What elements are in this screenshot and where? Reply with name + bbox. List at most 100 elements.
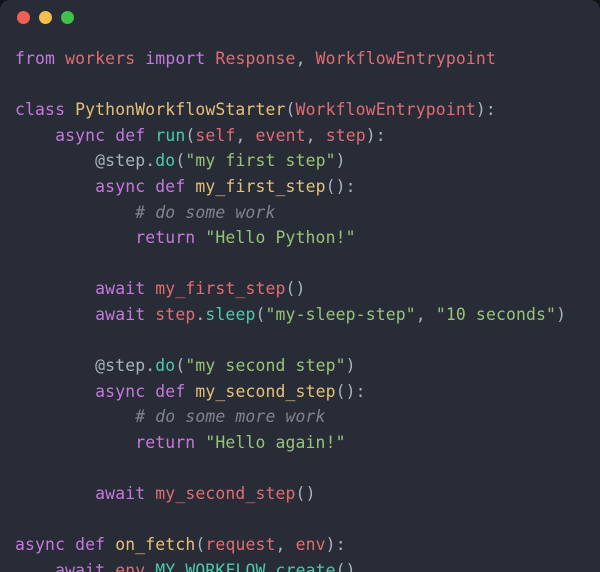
code-line: await step.sleep("my-sleep-step", "10 se… <box>0 302 600 328</box>
code-token <box>65 100 75 119</box>
code-line <box>0 328 600 354</box>
code-token <box>145 279 155 298</box>
code-token: ( <box>175 151 186 171</box>
code-token: "my-sleep-step" <box>265 304 416 324</box>
code-token: # do some more work <box>135 407 326 427</box>
code-token <box>145 126 155 145</box>
code-block[interactable]: from workers import Response, WorkflowEn… <box>0 34 600 572</box>
code-token: step <box>155 304 196 324</box>
code-token: , <box>305 125 316 145</box>
code-token: , <box>235 125 246 145</box>
code-token <box>185 177 195 196</box>
code-token: ): <box>475 100 496 120</box>
close-window-button[interactable] <box>17 10 30 24</box>
code-line <box>0 251 600 277</box>
code-token <box>316 126 326 145</box>
minimize-window-button[interactable] <box>39 10 52 24</box>
code-token: self <box>195 125 236 145</box>
code-token: WorkflowEntrypoint <box>315 49 496 68</box>
code-token: ) <box>345 356 356 376</box>
code-line: await my_first_step() <box>0 276 600 302</box>
code-token: create <box>275 560 336 572</box>
code-token <box>15 561 55 572</box>
code-token: async <box>15 535 66 555</box>
code-token <box>15 151 95 170</box>
code-token: return <box>135 228 196 248</box>
code-token: (): <box>335 381 366 401</box>
code-token: , <box>415 304 426 324</box>
code-line: @step.do("my first step") <box>0 148 600 174</box>
code-line: async def on_fetch(request, env): <box>0 532 600 558</box>
code-token: . <box>265 560 276 572</box>
code-token: "Hello again!" <box>205 432 346 452</box>
code-token <box>135 49 145 68</box>
code-line: async def my_second_step(): <box>0 379 600 405</box>
code-token: event <box>255 125 306 145</box>
code-token: @step <box>95 356 146 376</box>
code-token <box>15 279 95 298</box>
code-token: "my first step" <box>185 151 336 171</box>
code-line: await env.MY_WORKFLOW.create() <box>0 558 600 572</box>
code-token: run <box>155 125 186 145</box>
code-token: "my second step" <box>185 356 346 376</box>
code-token <box>15 382 95 401</box>
code-token: () <box>295 484 316 504</box>
code-token: , <box>275 535 286 555</box>
code-token <box>15 228 135 247</box>
code-token: return <box>135 432 196 452</box>
code-token: () <box>285 279 306 299</box>
code-line: @step.do("my second step") <box>0 353 600 379</box>
code-line <box>0 507 600 533</box>
code-line: class PythonWorkflowStarter(WorkflowEntr… <box>0 97 600 123</box>
code-token: await <box>95 304 146 324</box>
code-line <box>0 456 600 482</box>
code-line: async def run(self, event, step): <box>0 123 600 149</box>
maximize-window-button[interactable] <box>61 10 74 24</box>
code-token: ( <box>255 304 266 324</box>
code-token <box>195 433 205 452</box>
code-token: def <box>75 535 106 555</box>
code-line: async def my_first_step(): <box>0 174 600 200</box>
code-token: ) <box>556 304 567 324</box>
code-token: . <box>145 151 156 171</box>
code-token <box>15 356 95 375</box>
code-token <box>195 228 205 247</box>
code-token: my_second_step <box>195 381 336 401</box>
code-token: workers <box>65 49 136 68</box>
code-line: return "Hello Python!" <box>0 225 600 251</box>
code-line: await my_second_step() <box>0 481 600 507</box>
code-token: @step <box>95 151 146 171</box>
code-token: ( <box>185 125 196 145</box>
code-token: step <box>325 125 366 145</box>
code-token: await <box>55 560 106 572</box>
code-token: from <box>15 49 56 68</box>
code-token: MY_WORKFLOW <box>155 560 266 572</box>
code-token: "10 seconds" <box>435 304 557 324</box>
code-token: , <box>295 49 306 68</box>
code-token <box>15 484 95 503</box>
code-token: ) <box>335 151 346 171</box>
code-token <box>55 49 65 68</box>
code-token: PythonWorkflowStarter <box>75 100 286 120</box>
code-token <box>145 382 155 401</box>
code-token: Response <box>215 49 296 68</box>
code-token: ): <box>365 125 386 145</box>
code-token <box>426 305 436 324</box>
code-token: . <box>145 560 156 572</box>
code-token: async <box>55 125 106 145</box>
code-token: WorkflowEntrypoint <box>295 100 476 120</box>
code-token: sleep <box>205 304 256 324</box>
code-token: env <box>115 560 146 572</box>
code-token <box>205 49 215 68</box>
code-token <box>246 126 256 145</box>
code-token: def <box>155 381 186 401</box>
code-token <box>306 49 316 68</box>
code-token: do <box>155 151 176 171</box>
code-token: my_first_step <box>155 279 286 299</box>
code-token <box>145 177 155 196</box>
code-token <box>15 433 135 452</box>
code-token: my_second_step <box>155 484 296 504</box>
code-token: request <box>205 535 276 555</box>
code-token: on_fetch <box>115 535 196 555</box>
